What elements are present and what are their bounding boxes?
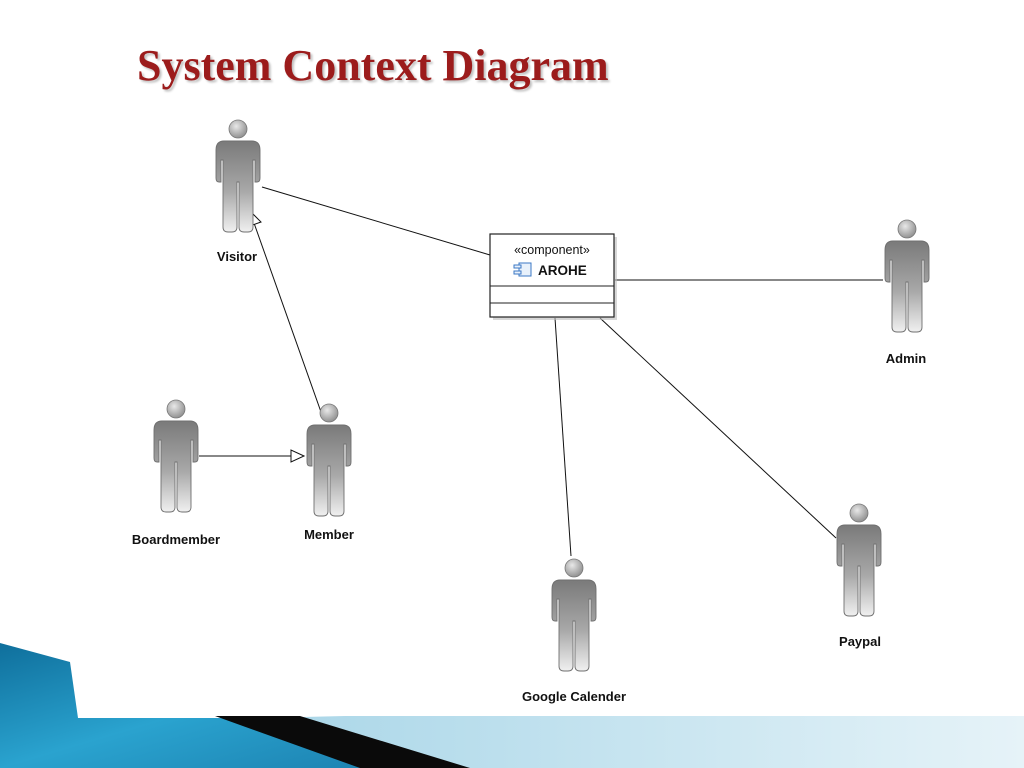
actor-visitor[interactable]: Visitor bbox=[215, 119, 261, 264]
actor-admin[interactable]: Admin bbox=[884, 219, 930, 366]
generalization-member-visitor bbox=[253, 222, 322, 413]
component-arohe[interactable]: «component» AROHE bbox=[489, 233, 617, 320]
generalization-arrowhead-member bbox=[290, 449, 306, 463]
association-paypal bbox=[599, 317, 837, 539]
association-google-calendar bbox=[554, 317, 572, 557]
component-name: AROHE bbox=[538, 263, 587, 278]
actor-member[interactable]: Member bbox=[304, 403, 354, 542]
actor-label-visitor: Visitor bbox=[217, 249, 257, 264]
component-icon bbox=[513, 262, 532, 277]
component-stereotype: «component» bbox=[514, 243, 590, 257]
actor-label-paypal: Paypal bbox=[839, 634, 881, 649]
actor-label-admin: Admin bbox=[886, 351, 927, 366]
slide-title: System Context Diagram bbox=[137, 41, 609, 90]
actor-google-calendar[interactable]: Google Calender bbox=[522, 558, 626, 704]
actor-label-boardmember: Boardmember bbox=[132, 532, 220, 547]
actor-paypal[interactable]: Paypal bbox=[836, 503, 882, 649]
association-visitor bbox=[261, 186, 491, 256]
actor-boardmember[interactable]: Boardmember bbox=[132, 399, 220, 547]
actor-label-google-calendar: Google Calender bbox=[522, 689, 626, 704]
actor-label-member: Member bbox=[304, 527, 354, 542]
